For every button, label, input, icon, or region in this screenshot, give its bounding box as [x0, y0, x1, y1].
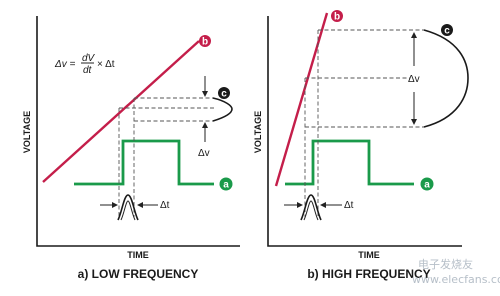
svg-text:dV: dV	[82, 53, 96, 64]
svg-text:c: c	[221, 89, 227, 100]
svg-text:a: a	[424, 180, 430, 191]
xlabel-a: TIME	[127, 250, 149, 260]
svg-text:电子发烧友: 电子发烧友	[418, 257, 473, 271]
svg-text:c: c	[444, 26, 450, 37]
delta-v-label-b: Δv	[408, 74, 420, 85]
ylabel-a: VOLTAGE	[22, 111, 32, 153]
caption-b: b) HIGH FREQUENCY	[307, 267, 430, 281]
svg-text:www.elecfans.com: www.elecfans.com	[412, 273, 500, 286]
badge-b-b: b	[331, 10, 343, 23]
watermark: 电子发烧友 www.elecfans.com	[412, 257, 500, 286]
svg-text:b: b	[202, 37, 208, 48]
svg-text:× Δt: × Δt	[97, 59, 115, 70]
input-ramp-b	[274, 12, 329, 187]
badge-b-a: b	[199, 35, 211, 48]
svg-text:dt: dt	[83, 65, 93, 76]
sample-bell-b	[300, 194, 322, 221]
output-curve-b	[423, 29, 469, 128]
gate-pulse-b	[285, 139, 414, 186]
svg-text:Δv =: Δv =	[54, 59, 75, 70]
output-curve-a	[212, 97, 233, 122]
sample-bell-a	[117, 194, 139, 221]
panel-low-frequency: VOLTAGE TIME Δv = dV dt × Δt b a	[22, 16, 240, 281]
gate-pulse-a	[74, 139, 214, 186]
badge-a-a: a	[219, 177, 233, 191]
delta-v-label-a: Δv	[198, 148, 210, 159]
delta-t-label-a: Δt	[160, 200, 170, 211]
badge-c-b: c	[441, 24, 453, 37]
badge-c-a: c	[218, 87, 230, 100]
axes-b	[267, 16, 462, 247]
xlabel-b: TIME	[358, 250, 380, 260]
input-ramp-a	[42, 40, 200, 183]
delta-t-label-b: Δt	[344, 200, 354, 211]
axes-a	[36, 16, 240, 247]
svg-text:a: a	[223, 180, 229, 191]
ylabel-b: VOLTAGE	[253, 111, 263, 153]
badge-a-b: a	[420, 177, 434, 191]
panel-high-frequency: VOLTAGE TIME b a c Δv	[253, 10, 469, 281]
equation: Δv = dV dt × Δt	[54, 53, 115, 76]
svg-text:b: b	[334, 12, 340, 23]
caption-a: a) LOW FREQUENCY	[78, 267, 199, 281]
